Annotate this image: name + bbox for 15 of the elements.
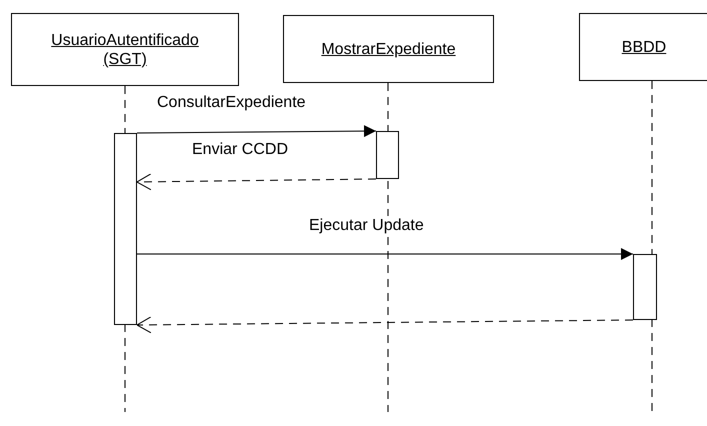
- lifeline-head-box: [11, 13, 239, 86]
- object-name: UsuarioAutentificado (SGT): [50, 30, 200, 68]
- message-arrow: [136, 125, 376, 138]
- lifeline-head-box: [579, 13, 707, 81]
- return-message-arrow: [136, 316, 634, 334]
- activation-bar: [114, 133, 137, 325]
- object-name: MostrarExpediente: [320, 40, 457, 58]
- lifeline-head-box: [283, 15, 494, 83]
- message-arrow: [136, 248, 634, 260]
- message-label: Ejecutar Update: [307, 216, 426, 235]
- activation-bar: [376, 131, 399, 179]
- object-name: BBDD: [620, 38, 668, 56]
- message-label: ConsultarExpediente: [155, 93, 308, 112]
- return-message-arrow: [136, 173, 376, 190]
- activation-bar: [633, 254, 657, 320]
